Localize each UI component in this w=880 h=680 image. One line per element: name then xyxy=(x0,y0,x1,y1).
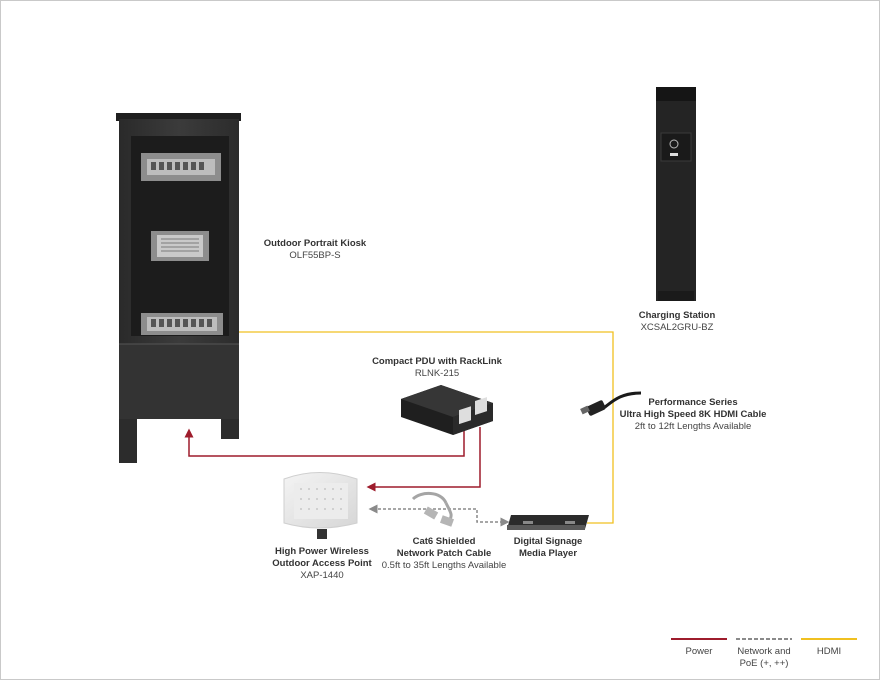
kiosk-title: Outdoor Portrait Kiosk xyxy=(263,238,367,249)
legend-network-label-1: Network and xyxy=(737,646,791,657)
access-point-illustration xyxy=(283,472,358,539)
access-point-title-2: Outdoor Access Point xyxy=(272,558,372,569)
compact-pdu-illustration xyxy=(401,385,493,435)
legend-power-swatch xyxy=(671,638,727,640)
media-player-title-1: Digital Signage xyxy=(513,536,583,547)
pdu-model: RLNK-215 xyxy=(414,368,460,379)
hdmi-cable-title-2: Ultra High Speed 8K HDMI Cable xyxy=(619,409,767,420)
hdmi-cable-label: Performance Series Ultra High Speed 8K H… xyxy=(613,397,773,433)
patch-cable-label: Cat6 Shielded Network Patch Cable 0.5ft … xyxy=(379,536,509,572)
media-player-illustration xyxy=(507,515,589,530)
legend-network-label-2: PoE (+, ++) xyxy=(739,658,789,669)
kiosk-model: OLF55BP-S xyxy=(289,250,341,261)
power-line-access-point xyxy=(366,427,481,492)
patch-cable-illustration xyxy=(411,492,455,527)
power-line-kiosk xyxy=(184,427,465,457)
pdu-title: Compact PDU with RackLink xyxy=(372,356,502,367)
legend-power: Power xyxy=(671,638,727,658)
charging-station-label: Charging Station XCSAL2GRU-BZ xyxy=(627,310,727,334)
legend-power-label: Power xyxy=(685,646,713,657)
patch-cable-note: 0.5ft to 35ft Lengths Available xyxy=(381,560,507,571)
access-point-label: High Power Wireless Outdoor Access Point… xyxy=(267,546,377,582)
access-point-model: XAP-1440 xyxy=(300,570,344,581)
media-player-title-2: Media Player xyxy=(518,548,578,559)
hdmi-cable-title-1: Performance Series xyxy=(648,397,738,408)
patch-cable-title-1: Cat6 Shielded xyxy=(412,536,476,547)
access-point-title-1: High Power Wireless xyxy=(275,546,369,557)
patch-cable-title-2: Network Patch Cable xyxy=(396,548,492,559)
legend-network-swatch xyxy=(736,638,792,640)
legend-hdmi-swatch xyxy=(801,638,857,640)
hdmi-cable-note: 2ft to 12ft Lengths Available xyxy=(634,421,752,432)
hdmi-cable-illustration xyxy=(580,391,642,416)
pdu-label: Compact PDU with RackLink RLNK-215 xyxy=(367,356,507,380)
hdmi-connection-line xyxy=(239,331,614,524)
legend-hdmi-label: HDMI xyxy=(816,646,842,657)
legend-hdmi: HDMI xyxy=(801,638,857,658)
kiosk-label: Outdoor Portrait Kiosk OLF55BP-S xyxy=(263,238,367,262)
outdoor-kiosk-illustration xyxy=(116,113,241,463)
network-line xyxy=(368,504,510,527)
charging-station-title: Charging Station xyxy=(638,310,716,321)
charging-station-model: XCSAL2GRU-BZ xyxy=(640,322,714,333)
charging-station-illustration xyxy=(656,87,696,301)
legend-network: Network and PoE (+, ++) xyxy=(736,638,792,670)
media-player-label: Digital Signage Media Player xyxy=(503,536,593,560)
